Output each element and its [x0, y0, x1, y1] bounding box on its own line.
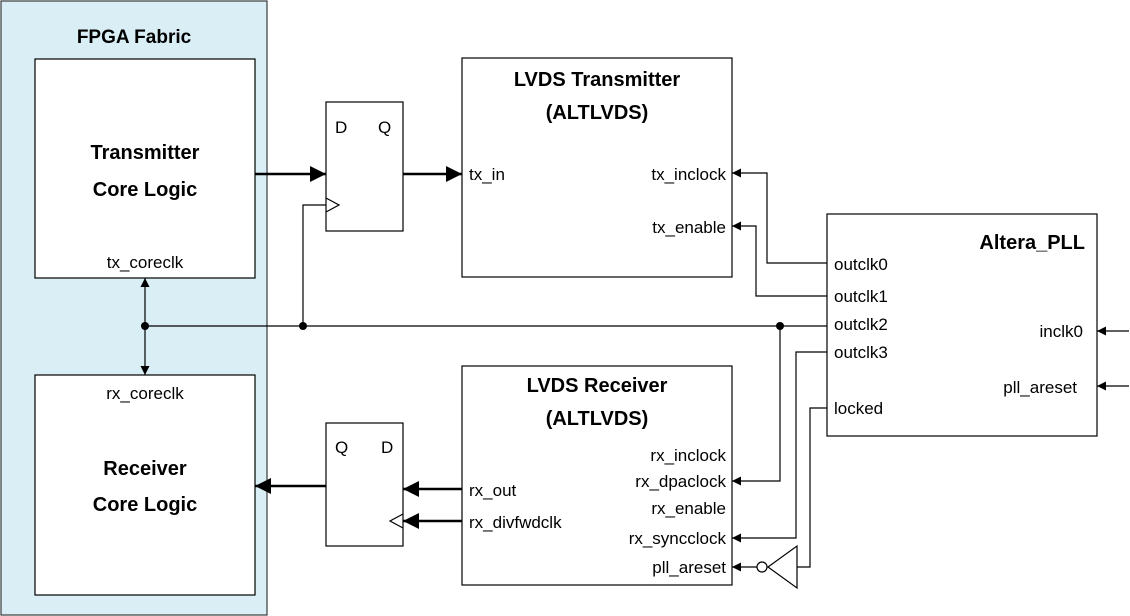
outclk0-to-tx-inclock-wire — [732, 168, 827, 264]
outclk1-to-tx-enable-wire — [732, 221, 827, 297]
tx-ff-q-label: Q — [378, 118, 391, 137]
tx-core-title-line2: Core Logic — [93, 179, 197, 201]
outclk3-to-rx-syncclock-wire — [732, 351, 827, 543]
rx-dpaclock-port-label: rx_dpaclock — [635, 472, 726, 491]
fpga-fabric-title: FPGA Fabric — [77, 27, 192, 48]
rx-inclock-port-label: rx_inclock — [650, 446, 726, 465]
rx-core-title-line2: Core Logic — [93, 494, 197, 516]
tx-inclock-port-label: tx_inclock — [651, 165, 726, 184]
tx-flipflop — [325, 101, 404, 232]
rx-core-logic-box — [34, 374, 256, 596]
rx-pll-areset-port-label: pll_areset — [652, 558, 726, 577]
rx-flipflop — [325, 422, 404, 547]
rx-ff-d-label: D — [381, 438, 393, 457]
rx-out-port-label: rx_out — [469, 481, 517, 500]
outclk2-to-rx-dpaclock-wire — [732, 326, 781, 486]
lvds-tx-title-line2: (ALTLVDS) — [546, 102, 649, 124]
rx-enable-port-label: rx_enable — [651, 499, 726, 518]
locked-to-inverter-wire — [797, 407, 827, 568]
outclk2-to-tx-ff-clock-wire — [302, 204, 326, 326]
tx-core-title-line1: Transmitter — [91, 142, 200, 164]
pll-outclk0-label: outclk0 — [834, 255, 888, 274]
rx-coreclk-label: rx_coreclk — [106, 384, 184, 403]
pll-outclk2-label: outclk2 — [834, 315, 888, 334]
inverter-bubble — [756, 561, 768, 573]
altera-pll-box — [826, 213, 1098, 437]
lvds-rx-title-line1: LVDS Receiver — [527, 375, 668, 397]
rx-core-title-line1: Receiver — [103, 458, 187, 480]
lvds-receiver-box — [461, 365, 733, 586]
tx-in-port-label: tx_in — [469, 165, 505, 184]
pll-outclk3-label: outclk3 — [834, 343, 888, 362]
lvds-rx-title-line2: (ALTLVDS) — [546, 408, 649, 430]
pll-inclk0-label: inclk0 — [1040, 322, 1083, 341]
rx-ff-clock-notch — [388, 513, 404, 529]
lvds-transmitter-box — [461, 57, 733, 278]
pll-areset-input-label: pll_areset — [1003, 378, 1077, 397]
rx-divfwdclk-port-label: rx_divfwdclk — [469, 513, 562, 532]
tx-enable-port-label: tx_enable — [652, 218, 726, 237]
tx-coreclk-label: tx_coreclk — [107, 253, 184, 272]
tx-ff-d-label: D — [335, 118, 347, 137]
rx-ff-q-label: Q — [335, 438, 348, 457]
inverter-gate — [766, 544, 798, 590]
tx-core-logic-box — [34, 58, 256, 279]
rx-syncclock-port-label: rx_syncclock — [629, 529, 727, 548]
lvds-tx-title-line1: LVDS Transmitter — [514, 69, 681, 91]
tx-ff-clock-notch — [325, 197, 341, 213]
pll-locked-label: locked — [834, 399, 883, 418]
pll-title: Altera_PLL — [979, 232, 1085, 254]
pll-outclk1-label: outclk1 — [834, 287, 888, 306]
